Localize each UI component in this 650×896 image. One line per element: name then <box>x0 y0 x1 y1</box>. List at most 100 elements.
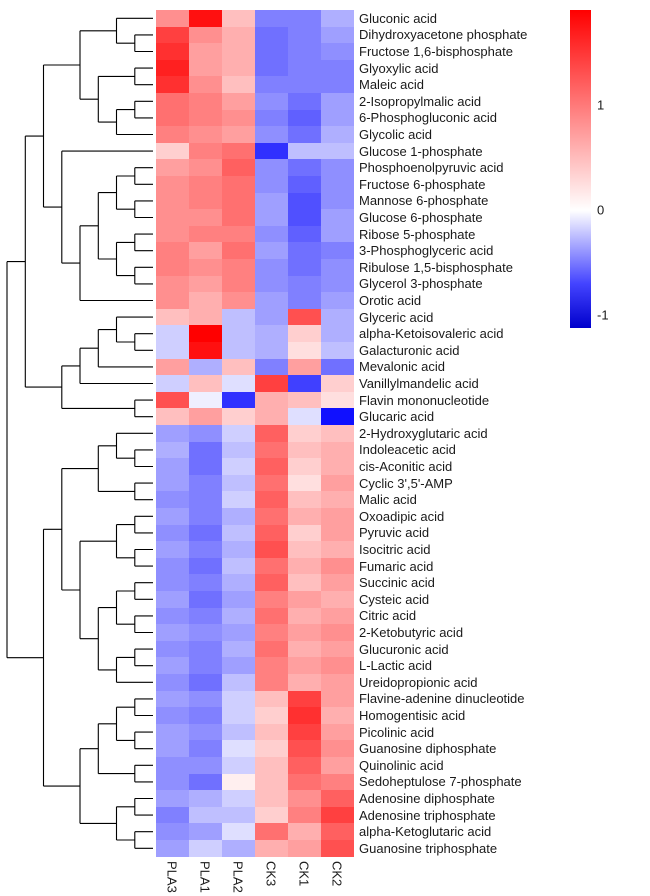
heatmap-cell[interactable] <box>288 76 322 94</box>
heatmap-cell[interactable] <box>156 342 190 359</box>
heatmap-cell[interactable] <box>156 26 190 44</box>
heatmap-cell[interactable] <box>288 26 322 44</box>
heatmap-cell[interactable] <box>255 425 289 442</box>
heatmap-cell[interactable] <box>222 557 256 575</box>
heatmap-cell[interactable] <box>189 209 223 227</box>
heatmap-cell[interactable] <box>321 59 355 77</box>
heatmap-cell[interactable] <box>255 524 289 542</box>
heatmap-cell[interactable] <box>156 242 190 260</box>
heatmap-cell[interactable] <box>288 225 322 243</box>
heatmap-cell[interactable] <box>255 574 289 592</box>
heatmap-cell[interactable] <box>222 524 256 542</box>
heatmap-cell[interactable] <box>321 93 355 110</box>
heatmap-cell[interactable] <box>288 790 322 808</box>
heatmap-cell[interactable] <box>321 690 355 708</box>
heatmap-cell[interactable] <box>189 823 223 841</box>
heatmap-cell[interactable] <box>156 325 190 343</box>
heatmap-cell[interactable] <box>189 690 223 708</box>
heatmap-cell[interactable] <box>189 840 223 857</box>
heatmap-cell[interactable] <box>288 840 322 857</box>
heatmap-cell[interactable] <box>189 541 223 559</box>
heatmap-cell[interactable] <box>222 275 256 293</box>
heatmap-cell[interactable] <box>156 225 190 243</box>
heatmap-cell[interactable] <box>156 126 190 144</box>
heatmap-cell[interactable] <box>222 806 256 824</box>
heatmap-cell[interactable] <box>222 757 256 774</box>
heatmap-cell[interactable] <box>222 142 256 160</box>
heatmap-cell[interactable] <box>321 342 355 359</box>
heatmap-cell[interactable] <box>255 275 289 293</box>
heatmap-cell[interactable] <box>288 142 322 160</box>
heatmap-cell[interactable] <box>156 541 190 559</box>
heatmap-cell[interactable] <box>288 508 322 525</box>
heatmap-cell[interactable] <box>255 458 289 476</box>
heatmap-cell[interactable] <box>156 474 190 492</box>
heatmap-cell[interactable] <box>189 640 223 658</box>
heatmap-cell[interactable] <box>321 491 355 509</box>
heatmap-cell[interactable] <box>288 607 322 625</box>
heatmap-cell[interactable] <box>321 806 355 824</box>
heatmap-cell[interactable] <box>321 624 355 642</box>
heatmap-cell[interactable] <box>156 408 190 426</box>
heatmap-cell[interactable] <box>156 308 190 326</box>
heatmap-cell[interactable] <box>222 176 256 193</box>
heatmap-cell[interactable] <box>255 59 289 77</box>
heatmap-cell[interactable] <box>156 508 190 525</box>
heatmap-cell[interactable] <box>189 408 223 426</box>
heatmap-cell[interactable] <box>255 723 289 741</box>
heatmap-cell[interactable] <box>255 491 289 509</box>
heatmap-cell[interactable] <box>222 458 256 476</box>
heatmap-cell[interactable] <box>189 325 223 343</box>
heatmap-cell[interactable] <box>288 591 322 608</box>
heatmap-cell[interactable] <box>255 541 289 559</box>
heatmap-cell[interactable] <box>189 740 223 758</box>
heatmap-cell[interactable] <box>222 10 256 27</box>
heatmap-cell[interactable] <box>321 26 355 44</box>
heatmap-cell[interactable] <box>222 491 256 509</box>
heatmap-cell[interactable] <box>255 773 289 791</box>
heatmap-cell[interactable] <box>255 690 289 708</box>
heatmap-cell[interactable] <box>255 707 289 725</box>
heatmap-cell[interactable] <box>156 375 190 393</box>
heatmap-cell[interactable] <box>222 790 256 808</box>
heatmap-cell[interactable] <box>255 624 289 642</box>
heatmap-cell[interactable] <box>189 292 223 310</box>
heatmap-cell[interactable] <box>222 723 256 741</box>
heatmap-cell[interactable] <box>189 773 223 791</box>
heatmap-cell[interactable] <box>156 391 190 409</box>
heatmap-cell[interactable] <box>156 10 190 27</box>
heatmap-cell[interactable] <box>222 640 256 658</box>
heatmap-cell[interactable] <box>288 292 322 310</box>
heatmap-cell[interactable] <box>321 840 355 857</box>
heatmap-cell[interactable] <box>156 192 190 210</box>
heatmap-cell[interactable] <box>189 225 223 243</box>
heatmap-cell[interactable] <box>156 358 190 376</box>
heatmap-cell[interactable] <box>222 740 256 758</box>
heatmap-cell[interactable] <box>255 375 289 393</box>
heatmap-cell[interactable] <box>255 242 289 260</box>
heatmap-cell[interactable] <box>156 790 190 808</box>
heatmap-cell[interactable] <box>321 259 355 276</box>
heatmap-cell[interactable] <box>189 242 223 260</box>
heatmap-cell[interactable] <box>156 176 190 193</box>
heatmap-cell[interactable] <box>255 474 289 492</box>
heatmap-cell[interactable] <box>321 375 355 393</box>
heatmap-cell[interactable] <box>255 591 289 608</box>
heatmap-cell[interactable] <box>156 209 190 227</box>
heatmap-cell[interactable] <box>321 425 355 442</box>
heatmap-cell[interactable] <box>189 26 223 44</box>
heatmap-cell[interactable] <box>222 242 256 260</box>
heatmap-cell[interactable] <box>288 740 322 758</box>
heatmap-cell[interactable] <box>156 292 190 310</box>
heatmap-cell[interactable] <box>255 308 289 326</box>
heatmap-cell[interactable] <box>156 723 190 741</box>
heatmap-cell[interactable] <box>156 674 190 691</box>
heatmap-cell[interactable] <box>222 259 256 276</box>
heatmap-cell[interactable] <box>288 192 322 210</box>
heatmap-cell[interactable] <box>321 790 355 808</box>
heatmap-cell[interactable] <box>321 757 355 774</box>
heatmap-cell[interactable] <box>321 43 355 61</box>
heatmap-cell[interactable] <box>156 93 190 110</box>
heatmap-cell[interactable] <box>288 275 322 293</box>
heatmap-cell[interactable] <box>321 192 355 210</box>
